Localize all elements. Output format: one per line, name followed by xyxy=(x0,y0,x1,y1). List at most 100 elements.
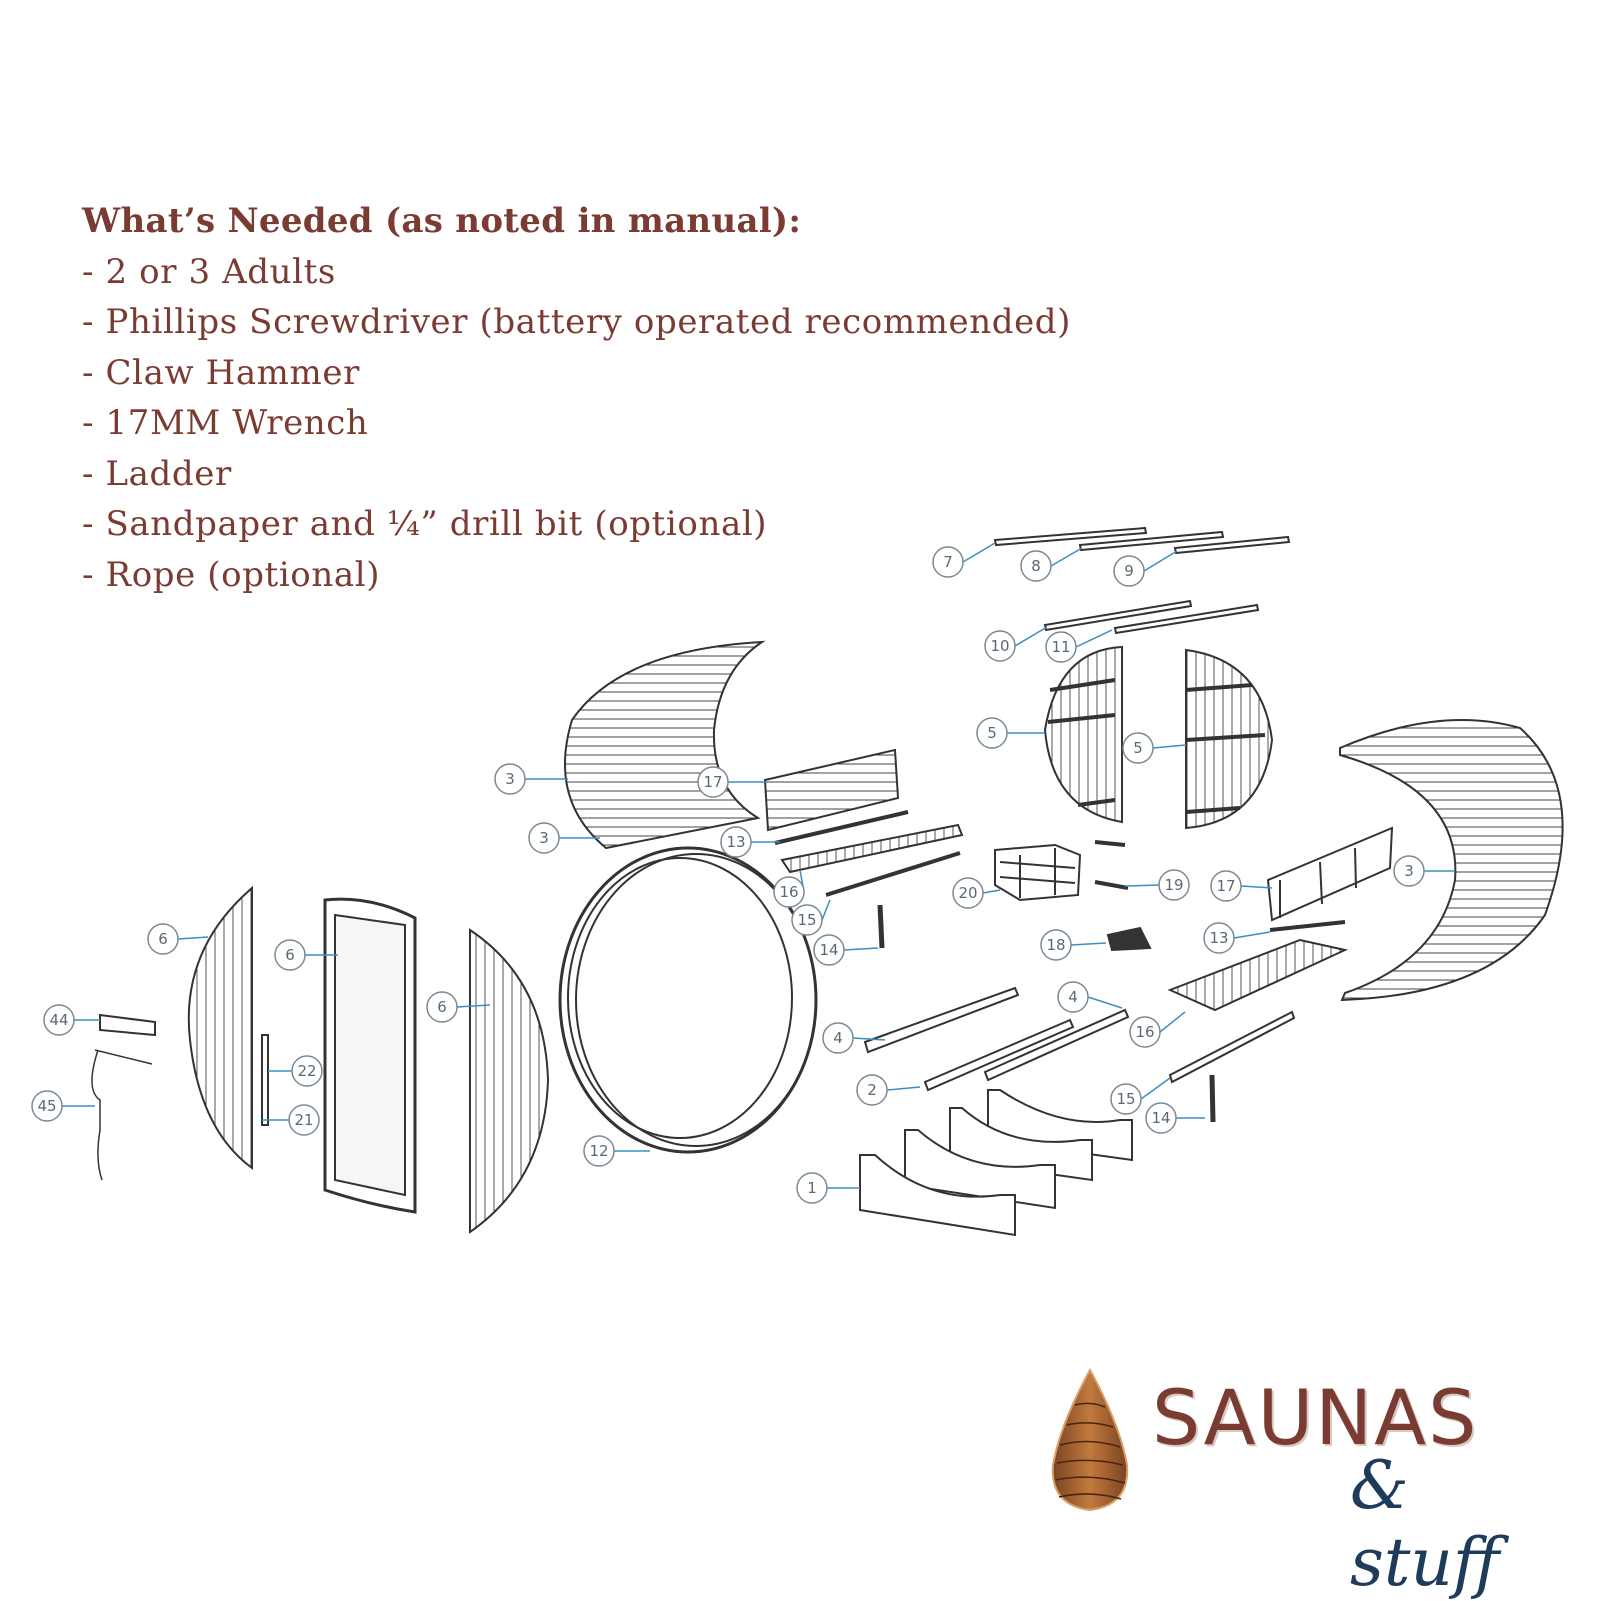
end-wall-front-left xyxy=(187,885,253,1170)
callout-label: 10 xyxy=(990,637,1009,655)
callout-label: 3 xyxy=(539,829,549,847)
callout-label: 9 xyxy=(1124,562,1134,580)
callout-circle xyxy=(1040,929,1072,961)
callout-label: 16 xyxy=(1135,1023,1154,1041)
callout-circle xyxy=(426,991,458,1023)
callout-circle xyxy=(274,939,306,971)
callout-circle xyxy=(856,1074,888,1106)
logo: SAUNAS & stuff xyxy=(1050,1367,1570,1601)
callout-label: 18 xyxy=(1046,936,1065,954)
callout-label: 13 xyxy=(726,833,745,851)
leader-line xyxy=(1159,1011,1186,1033)
leader-line xyxy=(1070,942,1107,946)
callout-5: 5 xyxy=(976,717,1045,749)
leader-line xyxy=(982,889,1001,894)
callout-label: 12 xyxy=(589,1142,608,1160)
callout-circle xyxy=(822,1022,854,1054)
end-wall-front-right xyxy=(469,928,550,1234)
callout-17: 17 xyxy=(1210,870,1273,902)
callout-circle xyxy=(147,923,179,955)
callout-label: 22 xyxy=(297,1062,316,1080)
callout-circle xyxy=(1057,981,1089,1013)
parts xyxy=(91,526,1564,1237)
callout-45: 45 xyxy=(31,1090,95,1122)
callout-circle xyxy=(796,1172,828,1204)
leader-line xyxy=(1152,744,1187,749)
leader-line xyxy=(1124,884,1160,887)
callout-circle xyxy=(1020,550,1052,582)
callout-label: 11 xyxy=(1051,638,1070,656)
needs-item: - 17MM Wrench xyxy=(82,403,369,443)
leader-line xyxy=(1240,885,1273,889)
callout-circle xyxy=(813,934,845,966)
callout-8: 8 xyxy=(1020,547,1083,582)
callout-label: 19 xyxy=(1164,876,1183,894)
callout-label: 5 xyxy=(987,724,997,742)
callout-4: 4 xyxy=(1057,981,1123,1013)
callout-label: 1 xyxy=(807,1179,817,1197)
callout-label: 17 xyxy=(703,773,722,791)
callout-label: 17 xyxy=(1216,877,1235,895)
leader-line xyxy=(843,947,879,951)
callout-14: 14 xyxy=(1145,1102,1205,1134)
callout-label: 6 xyxy=(437,998,447,1016)
callout-circle xyxy=(1158,869,1190,901)
callout-16: 16 xyxy=(773,869,805,908)
callout-label: 2 xyxy=(867,1081,877,1099)
callout-13: 13 xyxy=(720,826,780,858)
leader-line xyxy=(1050,547,1083,567)
callout-7: 7 xyxy=(932,542,996,578)
leader-line xyxy=(962,542,996,563)
callout-circle xyxy=(494,763,526,795)
callout-circle xyxy=(1393,855,1425,887)
callout-label: 7 xyxy=(943,553,953,571)
callout-13: 13 xyxy=(1203,922,1271,954)
callout-2: 2 xyxy=(856,1074,921,1106)
callout-10: 10 xyxy=(984,626,1048,662)
callout-label: 15 xyxy=(1116,1090,1135,1108)
callout-circle xyxy=(288,1104,320,1136)
callout-label: 4 xyxy=(1068,988,1078,1006)
callout-11: 11 xyxy=(1045,629,1113,663)
callout-circle xyxy=(583,1135,615,1167)
callout-label: 3 xyxy=(505,770,515,788)
bench-left xyxy=(780,823,964,874)
callout-6: 6 xyxy=(426,991,491,1023)
roof-rods xyxy=(993,526,1291,635)
callout-label: 44 xyxy=(49,1011,68,1029)
callout-circle xyxy=(697,766,729,798)
callout-15: 15 xyxy=(791,899,831,936)
callout-6: 6 xyxy=(147,923,209,955)
callout-5: 5 xyxy=(1122,732,1187,764)
leader-line xyxy=(1087,996,1123,1009)
callout-circle xyxy=(773,876,805,908)
needs-item: - Rope (optional) xyxy=(82,554,381,595)
needs-title: What’s Needed (as noted in manual): xyxy=(82,201,802,241)
leader-line xyxy=(1233,931,1271,939)
callout-label: 20 xyxy=(958,884,977,902)
leader-line xyxy=(886,1086,921,1091)
callout-circle xyxy=(1145,1102,1177,1134)
callout-circle xyxy=(720,826,752,858)
needs-item: - Sandpaper and ¼” drill bit (optional) xyxy=(82,504,768,544)
callout-label: 4 xyxy=(833,1029,843,1047)
callout-circle xyxy=(952,877,984,909)
callout-label: 13 xyxy=(1209,929,1228,947)
callout-circle xyxy=(31,1090,63,1122)
callout-4: 4 xyxy=(822,1022,886,1054)
callout-44: 44 xyxy=(43,1004,100,1036)
callout-label: 5 xyxy=(1133,739,1143,757)
callout-circle xyxy=(1210,870,1242,902)
callout-label: 6 xyxy=(158,930,168,948)
backrest-left xyxy=(763,748,900,832)
callout-label: 15 xyxy=(797,911,816,929)
callout-22: 22 xyxy=(268,1055,323,1087)
callout-1: 1 xyxy=(796,1172,860,1204)
callout-label: 8 xyxy=(1031,557,1041,575)
heater-guard xyxy=(994,843,1082,902)
needs-item: - Ladder xyxy=(82,453,232,494)
callout-9: 9 xyxy=(1113,550,1178,587)
callout-15: 15 xyxy=(1110,1077,1171,1115)
